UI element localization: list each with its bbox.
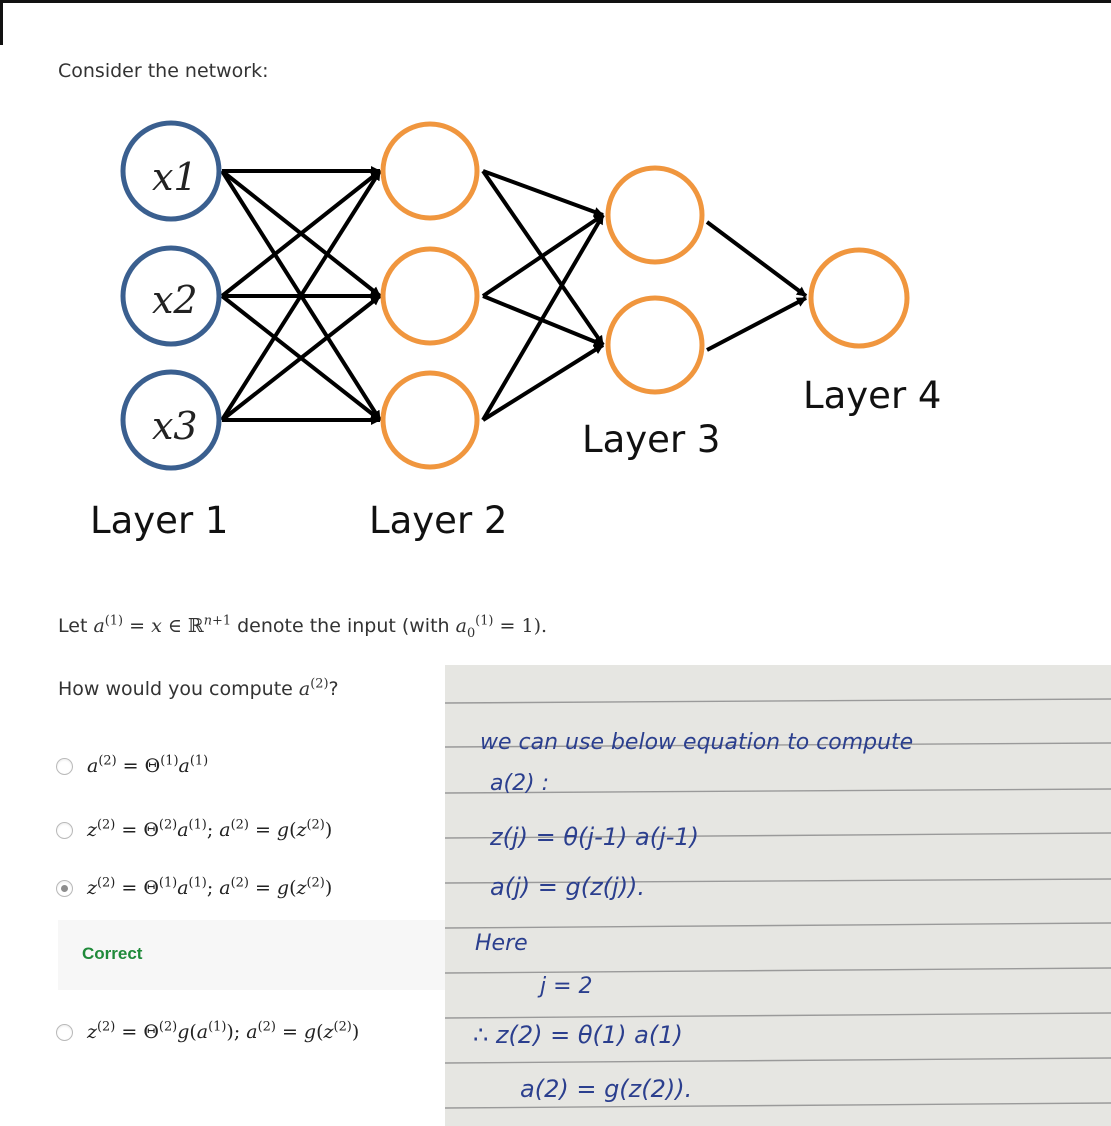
note-line-7: ∴ z(2) = θ(1) a(1): [473, 1021, 683, 1049]
option-formula: z(2) = Θ(2)g(a(1)); a(2) = g(z(2)): [87, 1019, 360, 1043]
option-formula: z(2) = Θ(1)a(1); a(2) = g(z(2)): [87, 875, 333, 899]
radio-button[interactable]: [56, 757, 73, 775]
question-prompt: Consider the network:: [58, 60, 269, 82]
edge: [481, 169, 605, 347]
answer-option-3[interactable]: z(2) = Θ(1)a(1); a(2) = g(z(2)): [56, 872, 332, 904]
layer3-node: [605, 165, 705, 265]
edge: [706, 296, 807, 352]
denote-text: denote the input (with: [237, 615, 450, 637]
answer-option-4[interactable]: z(2) = Θ(2)g(a(1)); a(2) = g(z(2)): [56, 1016, 359, 1048]
question-suffix: ?: [328, 678, 339, 700]
answer-option-1[interactable]: a(2) = Θ(1)a(1): [56, 750, 208, 782]
layer4-node: [808, 247, 910, 349]
left-edge-mark: [0, 0, 3, 45]
question-text: How would you compute a(2)?: [58, 678, 339, 700]
layer2-node: [380, 370, 480, 470]
note-line-8: a(2) = g(z(2)).: [520, 1075, 692, 1103]
layer2-node: [380, 246, 480, 346]
edge: [481, 213, 605, 298]
math-a0: a0(1): [455, 613, 494, 641]
option-formula: a(2) = Θ(1)a(1): [87, 753, 209, 777]
edge: [220, 294, 382, 422]
note-line-4: a(j) = g(z(j)).: [490, 873, 645, 901]
math-a2: a(2): [298, 676, 329, 700]
note-line-3: z(j) = θ(j-1) a(j-1): [489, 823, 699, 851]
top-border: [0, 0, 1111, 3]
input-node-x3: [120, 369, 222, 471]
let-word: Let: [58, 615, 88, 637]
layer2-node: [380, 121, 480, 221]
question-prefix: How would you compute: [58, 678, 293, 700]
edge: [482, 169, 604, 217]
layer-3-label: Layer 3: [582, 418, 720, 461]
radio-button[interactable]: [56, 821, 73, 839]
edge: [481, 213, 605, 422]
close-text: = 1).: [499, 615, 548, 637]
note-line-5: Here: [475, 931, 528, 956]
edge: [220, 169, 382, 298]
radio-button[interactable]: [56, 1023, 73, 1041]
edge: [481, 343, 605, 422]
handwritten-note-photo: we can use below equation to compute a(2…: [445, 665, 1111, 1126]
answer-option-2[interactable]: z(2) = Θ(2)a(1); a(2) = g(z(2)): [56, 814, 332, 846]
note-line-2: a(2) :: [490, 771, 549, 796]
network-edges: [220, 166, 808, 425]
layer-1-label: Layer 1: [90, 499, 228, 542]
input-node-x1: [120, 120, 222, 222]
math-a1: a(1) = x ∈ ℝn+1: [93, 613, 232, 637]
note-line-6: j = 2: [537, 974, 593, 999]
option-formula: z(2) = Θ(2)a(1); a(2) = g(z(2)): [87, 817, 333, 841]
feedback-label: Correct: [82, 944, 143, 963]
layer-2-label: Layer 2: [369, 499, 507, 542]
edge: [220, 169, 382, 422]
input-node-x2: [120, 245, 222, 347]
layer3-node: [605, 295, 705, 395]
input-definition: Let a(1) = x ∈ ℝn+1 denote the input (wi…: [58, 613, 548, 641]
network-diagram: x1 x2 x3 Layer 1 Layer 2 Layer 3 Layer 4: [90, 120, 941, 542]
input-label-x3: x3: [152, 404, 198, 448]
input-label-x1: x1: [152, 155, 198, 199]
input-label-x2: x2: [152, 278, 198, 322]
note-paper: we can use below equation to compute a(2…: [445, 665, 1111, 1126]
feedback-box: Correct: [58, 920, 448, 990]
edge: [705, 220, 808, 298]
layer-4-label: Layer 4: [803, 374, 941, 417]
radio-button-selected[interactable]: [56, 879, 73, 897]
note-line-1: we can use below equation to compute: [480, 730, 913, 755]
